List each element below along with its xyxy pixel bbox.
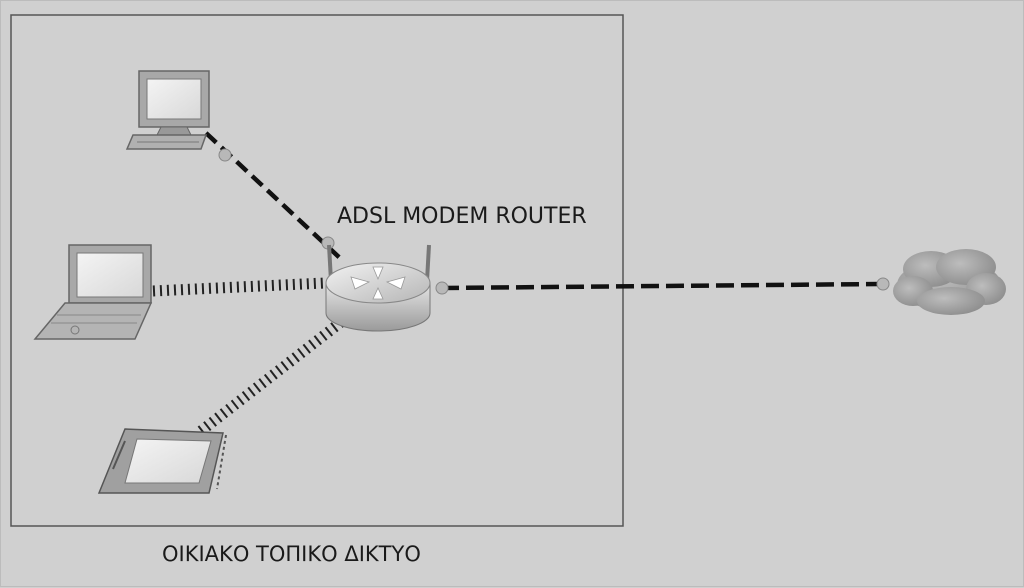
- home-network-boundary: [10, 14, 624, 527]
- port-dot: [435, 281, 449, 295]
- desktop-computer-icon: [125, 70, 210, 150]
- router-label: ADSL MODEM ROUTER: [337, 204, 587, 229]
- cloud-icon: [893, 249, 1006, 315]
- home-network-label: ΟΙΚΙΑΚΟ ΤΟΠΙΚΟ ΔΙΚΤΥΟ: [162, 542, 421, 566]
- link-laptop-router: [152, 277, 326, 297]
- port-dot: [876, 277, 890, 291]
- link-router-internet: [435, 277, 890, 295]
- port-dot: [218, 148, 232, 162]
- link-desktop-router: [204, 131, 343, 261]
- wireless-router-icon: [325, 244, 431, 332]
- link-tablet-router: [197, 314, 349, 490]
- tablet-icon: [97, 428, 224, 494]
- laptop-icon: [33, 244, 153, 340]
